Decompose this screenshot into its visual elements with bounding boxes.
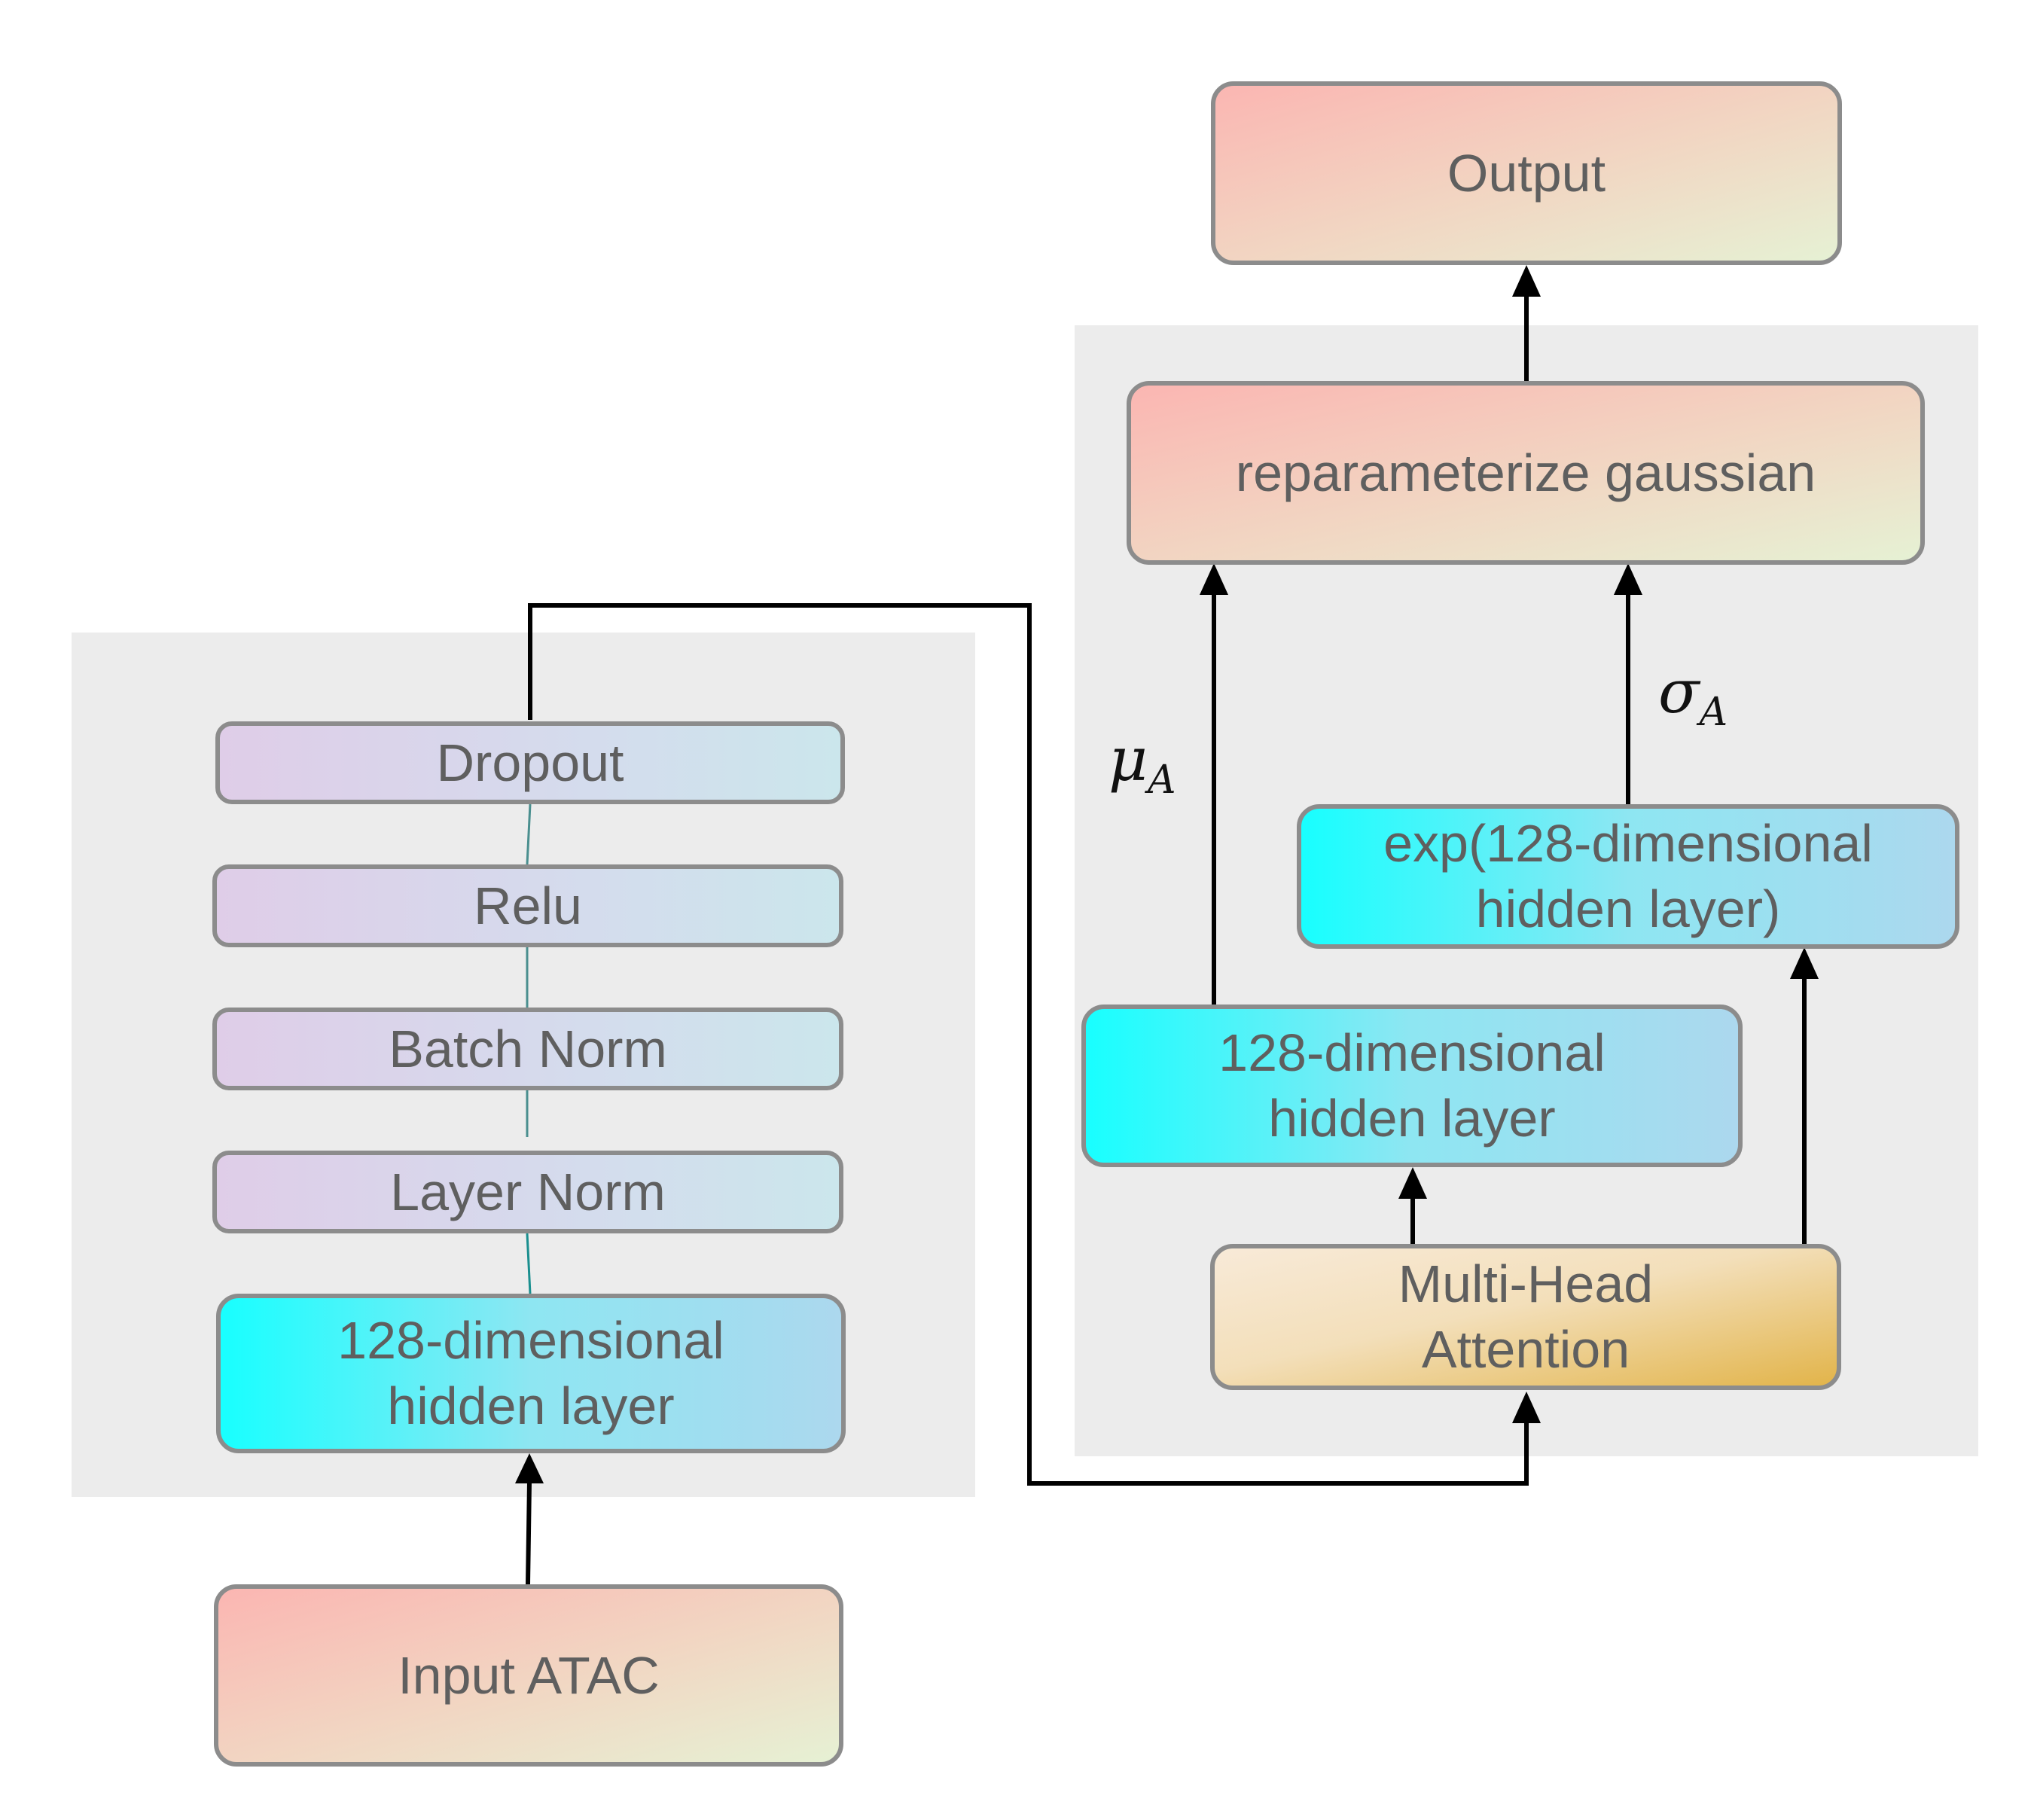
output-node: Output [1211, 81, 1842, 265]
dropout-node: Dropout [215, 721, 845, 804]
relu-node: Relu [212, 864, 843, 947]
dropout-relu-link [526, 803, 532, 865]
mu-subscript: A [1148, 758, 1176, 803]
sigma-subscript: A [1699, 690, 1728, 735]
sigma-symbol: σ [1658, 657, 1700, 727]
input-to-hidden-arrow [515, 1453, 544, 1585]
head-hidden-layer-node: 128-dimensional hidden layer [1081, 1005, 1743, 1167]
exp-hidden-layer-node: exp(128-dimensional hidden layer) [1297, 804, 1959, 949]
sigma-arrowhead [1614, 563, 1642, 595]
attention-to-exp-arrowhead [1790, 947, 1819, 979]
reparam-to-output-arrowhead [1512, 265, 1541, 297]
mu-arrowhead [1200, 563, 1228, 595]
layer-norm-node: Layer Norm [212, 1151, 843, 1233]
attention-to-hidden-arrowhead [1398, 1167, 1427, 1199]
input-atac-node: Input ATAC [214, 1584, 843, 1767]
attention-input-arrowhead [1512, 1392, 1541, 1423]
mu-label: μA [1108, 724, 1176, 803]
dropout-to-attention-wire [528, 603, 1529, 1486]
mu-symbol: μ [1108, 724, 1148, 794]
layernorm-hidden-link [526, 1233, 532, 1294]
reparameterize-gaussian-node: reparameterize gaussian [1127, 381, 1925, 565]
encoder-hidden-layer-node: 128-dimensional hidden layer [216, 1294, 846, 1453]
sigma-label: σA [1658, 657, 1728, 735]
batch-norm-node: Batch Norm [212, 1008, 843, 1090]
multi-head-attention-node: Multi-Head Attention [1210, 1244, 1841, 1390]
